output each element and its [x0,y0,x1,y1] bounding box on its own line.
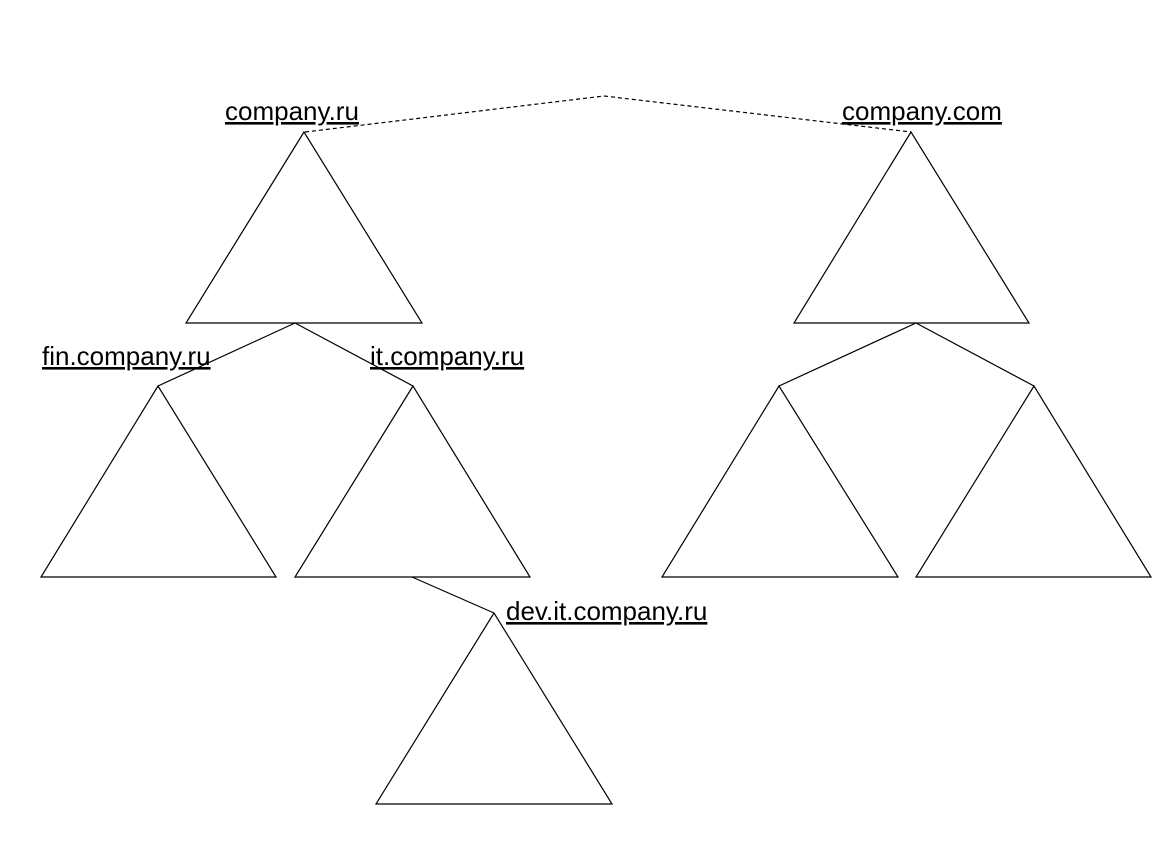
edge-company-com-to-left-child [778,322,917,387]
label-it-company-ru: it.company.ru [370,341,524,371]
triangle-company-com-left-child [660,384,900,578]
forest-link-company-ru [304,95,605,133]
triangle-fin-company-ru [39,384,278,578]
triangle-company-com-right-child [914,384,1152,578]
label-dev-it-company-ru: dev.it.company.ru [506,596,707,626]
edge-company-com-to-right-child [915,322,1035,387]
label-company-com: company.com [842,96,1002,126]
triangle-company-ru [184,130,424,324]
triangle-dev-it-company-ru [374,611,614,805]
edge-it-to-dev [411,576,495,614]
triangle-company-com [792,130,1031,324]
edge-company-ru-to-fin [157,322,296,387]
triangle-it-company-ru [293,384,532,578]
edge-company-ru-to-it [294,322,414,387]
label-company-ru: company.ru [225,96,359,126]
forest-link-company-com [603,95,912,133]
label-fin-company-ru: fin.company.ru [42,341,211,371]
